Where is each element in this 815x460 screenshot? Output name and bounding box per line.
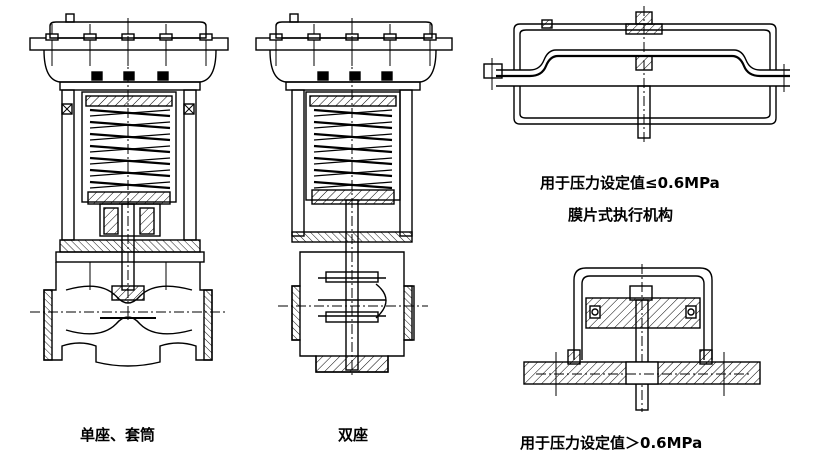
double-seat-valve-drawing — [255, 13, 453, 378]
single-seat-valve-drawing — [29, 13, 229, 367]
caption-diaphragm-low-pressure: 用于压力设定值≤0.6MPa — [540, 174, 720, 192]
caption-piston-high-pressure: 用于压力设定值＞0.6MPa — [520, 434, 703, 452]
caption-diaphragm-actuator-type: 膜片式执行机构 — [568, 206, 674, 224]
caption-double-seat: 双座 — [338, 426, 369, 444]
piston-actuator-drawing — [523, 264, 761, 412]
diaphragm-actuator-drawing — [483, 6, 790, 144]
caption-single-seat: 单座、套筒 — [80, 426, 156, 444]
